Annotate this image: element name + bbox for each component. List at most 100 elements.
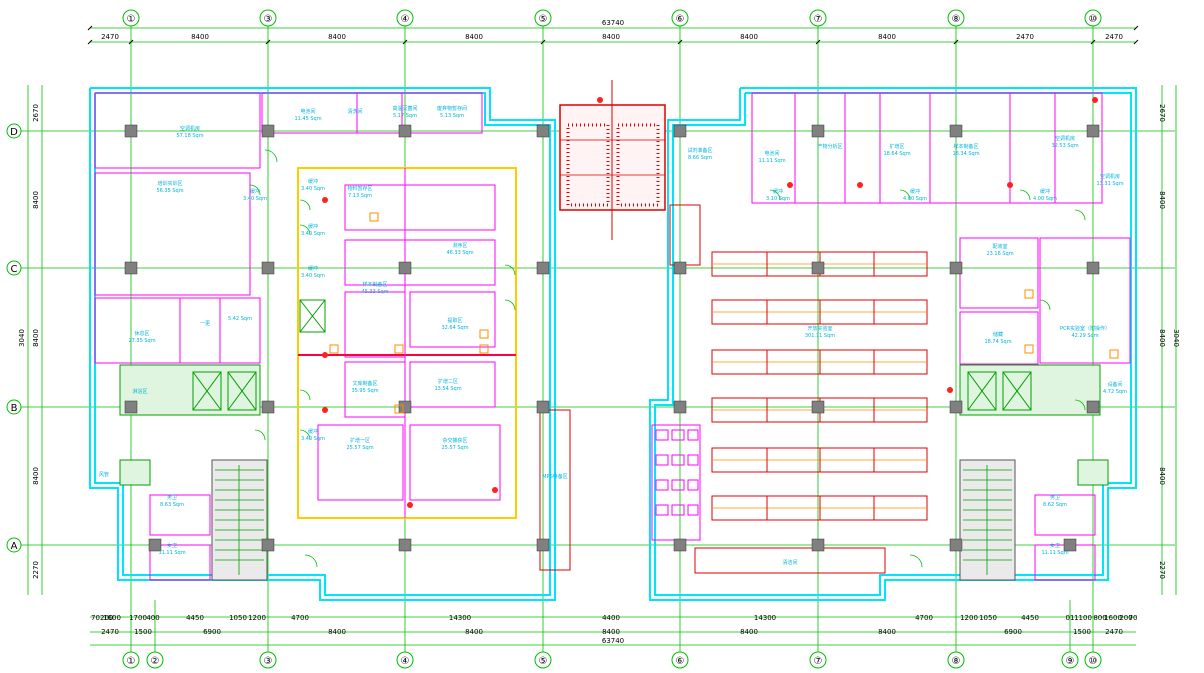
svg-text:A: A xyxy=(11,541,18,552)
svg-text:①: ① xyxy=(127,14,136,25)
svg-text:4450: 4450 xyxy=(186,614,204,622)
left-wing-walls xyxy=(89,87,556,601)
svg-text:8400: 8400 xyxy=(740,33,758,41)
svg-text:11.45 Sqm: 11.45 Sqm xyxy=(294,116,321,122)
right-dims: 2670 8400 8400 3040 8400 2270 xyxy=(1158,104,1180,579)
svg-text:1500: 1500 xyxy=(1073,628,1091,636)
svg-text:3.40 Sqm: 3.40 Sqm xyxy=(301,436,325,442)
svg-text:2470: 2470 xyxy=(1105,33,1123,41)
svg-text:8.66 Sqm: 8.66 Sqm xyxy=(688,155,712,161)
svg-text:13.54 Sqm: 13.54 Sqm xyxy=(434,386,461,392)
svg-text:提取区: 提取区 xyxy=(447,317,462,324)
svg-text:2270: 2270 xyxy=(1158,561,1166,579)
svg-text:8400: 8400 xyxy=(602,33,620,41)
left-dims: 2670 8400 8400 3040 8400 2270 xyxy=(18,104,40,579)
svg-text:11.11 Sqm: 11.11 Sqm xyxy=(158,550,185,556)
svg-text:⑤: ⑤ xyxy=(539,14,548,25)
svg-text:测序区: 测序区 xyxy=(452,242,467,249)
svg-text:1600: 1600 xyxy=(1104,614,1122,622)
svg-text:70: 70 xyxy=(91,614,100,622)
svg-text:8400: 8400 xyxy=(1158,329,1166,347)
svg-text:4700: 4700 xyxy=(291,614,309,622)
svg-text:MPS待备区: MPS待备区 xyxy=(542,473,568,480)
chair-cluster xyxy=(651,424,701,541)
svg-text:缓冲: 缓冲 xyxy=(308,265,318,272)
svg-text:2270: 2270 xyxy=(32,561,40,579)
svg-text:②: ② xyxy=(151,656,160,667)
svg-text:200: 200 xyxy=(1119,614,1132,622)
svg-text:8400: 8400 xyxy=(1158,467,1166,485)
svg-text:缓冲: 缓冲 xyxy=(250,188,260,195)
svg-text:1050: 1050 xyxy=(229,614,247,622)
svg-text:⑤: ⑤ xyxy=(539,656,548,667)
dimension-ticks xyxy=(87,25,1139,45)
svg-text:8.63 Sqm: 8.63 Sqm xyxy=(160,502,184,508)
svg-text:3.40 Sqm: 3.40 Sqm xyxy=(243,196,267,202)
svg-text:电池间: 电池间 xyxy=(300,108,315,115)
svg-text:电池间: 电池间 xyxy=(764,150,779,157)
bottom-dims-row1: 70 200 1600 1700 400 4450 1050 1200 4700… xyxy=(91,614,1137,622)
svg-text:2470: 2470 xyxy=(101,628,119,636)
bottom-axis-labels: ① ② ③ ④ ⑤ ⑥ ⑦ ⑧ ⑨ ⑩ xyxy=(127,656,1098,667)
svg-text:扩增二区: 扩增二区 xyxy=(438,378,458,385)
svg-text:56.35 Sqm: 56.35 Sqm xyxy=(156,188,183,194)
central-stair-block xyxy=(559,80,666,240)
svg-text:缓冲: 缓冲 xyxy=(308,223,318,230)
svg-text:8400: 8400 xyxy=(32,467,40,485)
equipment-symbols xyxy=(322,97,1098,508)
columns xyxy=(124,124,1100,552)
svg-text:C: C xyxy=(11,264,18,275)
svg-text:8400: 8400 xyxy=(32,191,40,209)
right-room-labels: 电池间 11.11 Sqm 试剂准备区 8.66 Sqm 扩增区 18.64 S… xyxy=(687,135,1127,566)
svg-text:高温灭菌间: 高温灭菌间 xyxy=(392,105,417,112)
svg-text:⑧: ⑧ xyxy=(952,14,961,25)
svg-text:8400: 8400 xyxy=(328,628,346,636)
svg-text:8400: 8400 xyxy=(32,329,40,347)
svg-text:1700: 1700 xyxy=(129,614,147,622)
top-axis-bubbles xyxy=(122,9,1102,27)
svg-text:1100: 1100 xyxy=(1074,614,1092,622)
svg-text:23.16 Sqm: 23.16 Sqm xyxy=(986,251,1013,257)
svg-text:2470: 2470 xyxy=(1016,33,1034,41)
svg-text:空调机房: 空调机房 xyxy=(180,125,200,132)
svg-text:8400: 8400 xyxy=(328,33,346,41)
svg-text:扩增区: 扩增区 xyxy=(889,143,904,150)
svg-text:57.18 Sqm: 57.18 Sqm xyxy=(176,133,203,139)
svg-text:⑨: ⑨ xyxy=(1066,656,1075,667)
svg-text:⑩: ⑩ xyxy=(1089,656,1098,667)
svg-text:缓冲: 缓冲 xyxy=(910,188,920,195)
svg-text:风管: 风管 xyxy=(99,471,109,478)
svg-text:①: ① xyxy=(127,656,136,667)
svg-text:清洁间: 清洁间 xyxy=(782,559,797,566)
svg-text:4.00 Sqm: 4.00 Sqm xyxy=(1033,196,1057,202)
svg-text:⑦: ⑦ xyxy=(814,656,823,667)
bottom-axis-bubbles xyxy=(122,651,1102,669)
svg-text:PCR实验室（附操作）: PCR实验室（附操作） xyxy=(1060,325,1110,332)
svg-text:样本制备区: 样本制备区 xyxy=(362,281,387,288)
svg-text:3.40 Sqm: 3.40 Sqm xyxy=(301,231,325,237)
svg-text:400: 400 xyxy=(146,614,159,622)
svg-text:200: 200 xyxy=(100,614,113,622)
svg-text:3.40 Sqm: 3.40 Sqm xyxy=(301,273,325,279)
right-wing-walls xyxy=(649,87,1137,601)
svg-text:3.10 Sqm: 3.10 Sqm xyxy=(766,196,790,202)
svg-text:2670: 2670 xyxy=(32,104,40,122)
svg-text:5.13 Sqm: 5.13 Sqm xyxy=(440,113,464,119)
svg-text:4700: 4700 xyxy=(915,614,933,622)
svg-text:⑩: ⑩ xyxy=(1089,14,1098,25)
svg-text:6900: 6900 xyxy=(1004,628,1022,636)
svg-text:⑦: ⑦ xyxy=(814,14,823,25)
svg-text:设备间: 设备间 xyxy=(1107,381,1122,388)
svg-text:8400: 8400 xyxy=(465,33,483,41)
left-axis-bubbles xyxy=(6,123,22,553)
svg-text:1600: 1600 xyxy=(103,614,121,622)
svg-text:25.57 Sqm: 25.57 Sqm xyxy=(441,445,468,451)
top-axis-labels: ① ③ ④ ⑤ ⑥ ⑦ ⑧ ⑩ xyxy=(127,14,1098,25)
svg-text:14300: 14300 xyxy=(754,614,776,622)
svg-text:D: D xyxy=(10,127,18,138)
svg-text:一更: 一更 xyxy=(200,321,210,327)
open-lab-benches xyxy=(711,251,928,521)
svg-text:样本制备区: 样本制备区 xyxy=(953,143,978,150)
svg-text:2470: 2470 xyxy=(101,33,119,41)
right-shafts xyxy=(959,364,1109,581)
